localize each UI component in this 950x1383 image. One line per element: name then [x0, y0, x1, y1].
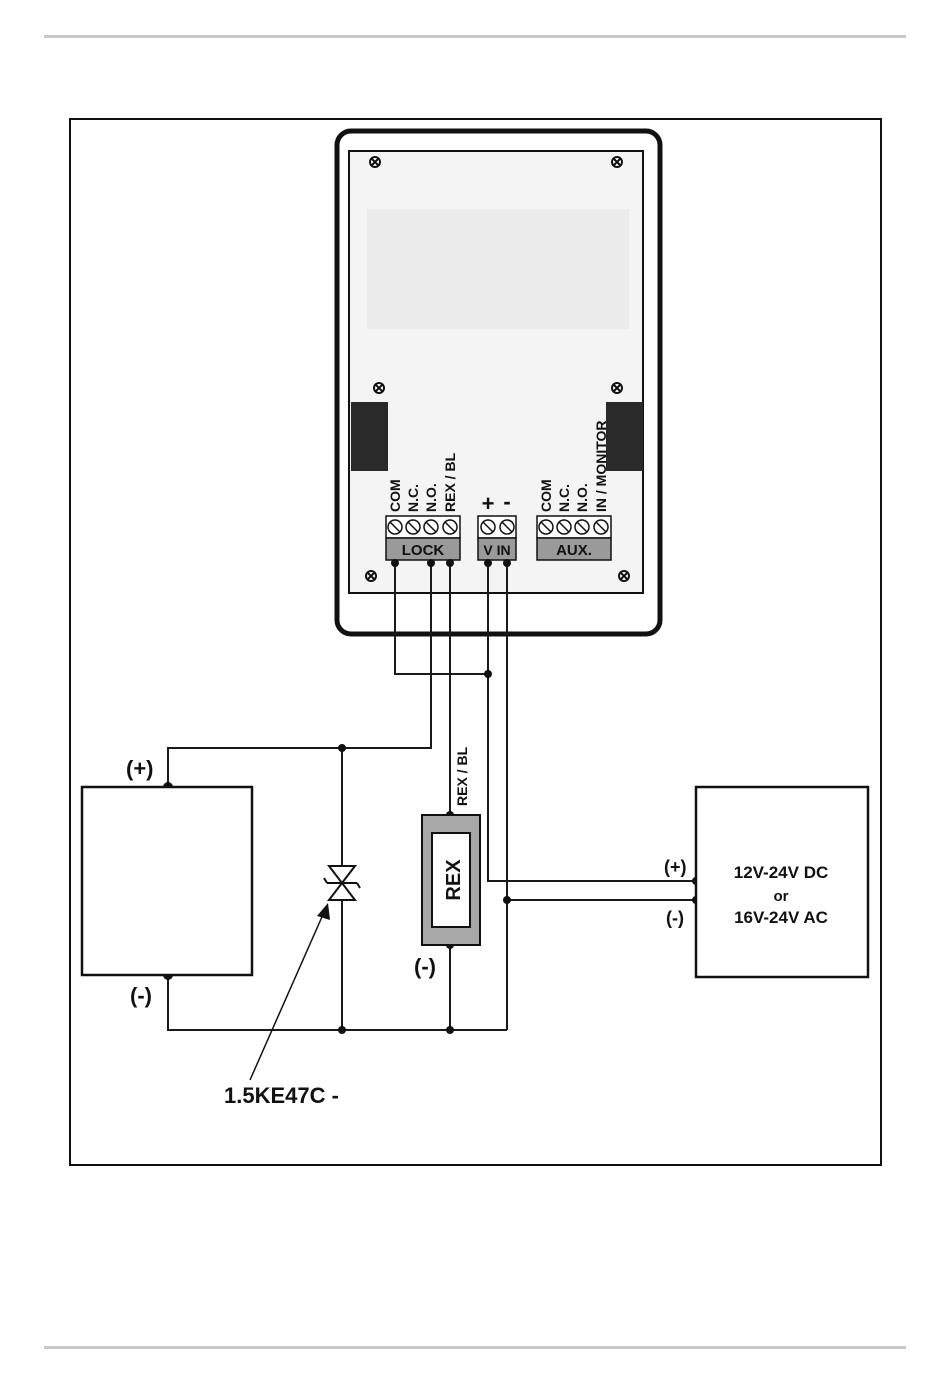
lock-minus-label: (-)	[130, 983, 152, 1008]
screw-icon	[612, 157, 622, 167]
terminal-screw-icon	[424, 520, 438, 534]
terminal-screw-icon	[388, 520, 402, 534]
junction-dot	[446, 1026, 454, 1034]
aux-terminal-label: N.O.	[574, 483, 590, 512]
junction-dot	[484, 559, 492, 567]
lock-terminal-label: N.C.	[405, 484, 421, 512]
diode-label: 1.5KE47C -	[224, 1083, 339, 1108]
reader-right-tab	[606, 402, 643, 471]
psu-minus-label: (-)	[666, 908, 684, 928]
aux-block-label: AUX.	[556, 542, 592, 559]
power-plus-label: +	[482, 491, 495, 516]
reader-left-tab	[351, 402, 388, 471]
rex-minus-label: (-)	[414, 954, 436, 979]
terminal-screw-icon	[443, 520, 457, 534]
junction-dot	[484, 670, 492, 678]
screw-icon	[370, 157, 380, 167]
psu-line-1: 12V-24V DC	[734, 863, 829, 882]
screw-icon	[366, 571, 376, 581]
terminal-screw-icon	[500, 520, 514, 534]
lock-device: (+) (-)	[82, 756, 252, 1008]
screw-icon	[374, 383, 384, 393]
terminal-screw-icon	[594, 520, 608, 534]
junction-dot	[338, 1026, 346, 1034]
terminal-screw-icon	[557, 520, 571, 534]
junction-dot	[338, 744, 346, 752]
screw-icon	[612, 383, 622, 393]
terminal-screw-icon	[406, 520, 420, 534]
lock-block-label: LOCK	[402, 542, 445, 559]
terminal-screw-icon	[481, 520, 495, 534]
rex-label: REX	[443, 859, 465, 901]
terminal-screw-icon	[539, 520, 553, 534]
junction-dot	[446, 559, 454, 567]
screw-icon	[619, 571, 629, 581]
aux-terminal-label: COM	[538, 479, 554, 512]
aux-terminal-label: N.C.	[556, 484, 572, 512]
junction-dot	[503, 896, 511, 904]
power-block-label: V IN	[483, 542, 510, 558]
lock-plus-label: (+)	[126, 756, 154, 781]
lock-terminal-label: REX / BL	[442, 452, 458, 512]
aux-terminal-label: IN / MONITOR	[593, 420, 609, 512]
junction-dot	[503, 559, 511, 567]
terminal-screw-icon	[575, 520, 589, 534]
psu-line-2: or	[774, 888, 789, 905]
lock-terminal-label: N.O.	[423, 483, 439, 512]
reader-display-area	[367, 209, 629, 329]
psu-line-3: 16V-24V AC	[734, 908, 828, 927]
lock-terminal-label: COM	[387, 479, 403, 512]
power-minus-label: -	[503, 489, 510, 514]
junction-dot	[391, 559, 399, 567]
junction-dot	[427, 559, 435, 567]
psu-plus-label: (+)	[664, 857, 687, 877]
rex-wire-label: REX / BL	[454, 746, 470, 806]
